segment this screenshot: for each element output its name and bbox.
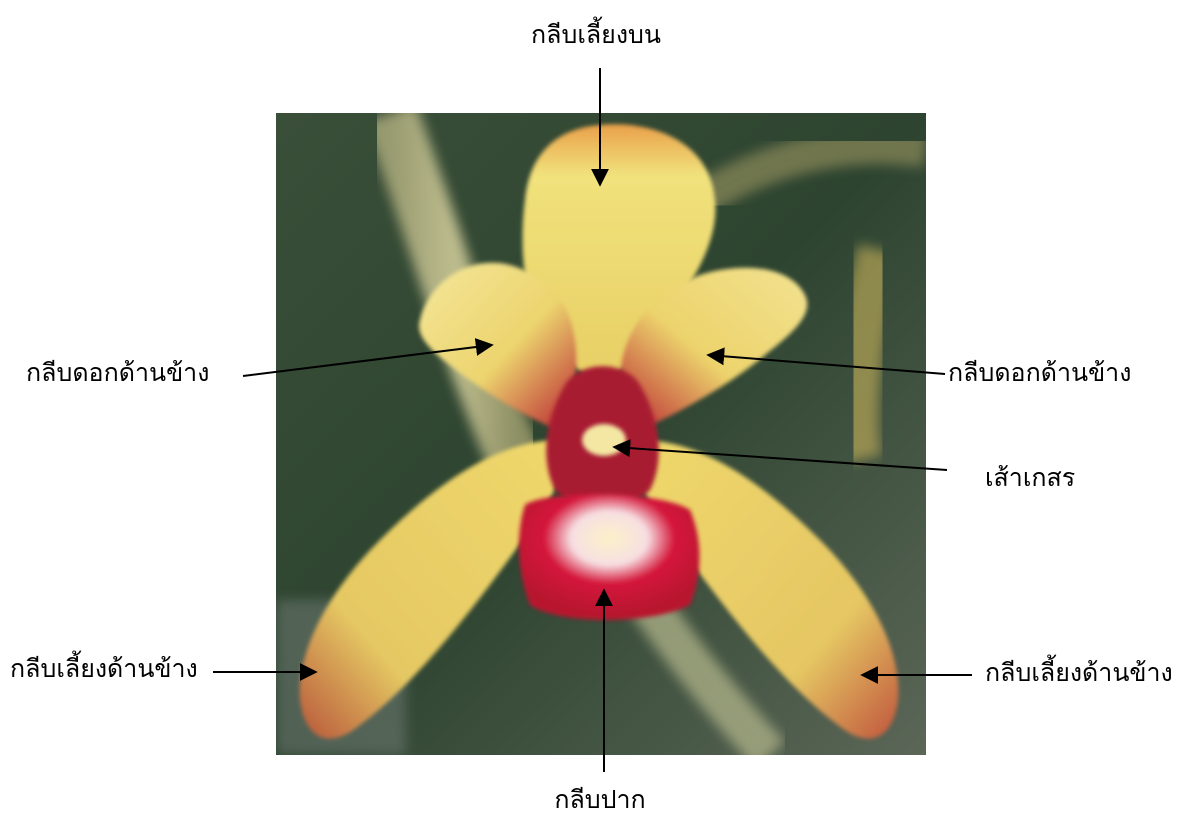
label-dorsal-sepal: กลีบเลี้ยงบน <box>531 22 661 47</box>
label-lateral-sepal-left: กลีบเลี้ยงด้านข้าง <box>10 656 198 681</box>
label-column: เส้าเกสร <box>985 465 1075 490</box>
label-petal-right: กลีบดอกด้านข้าง <box>948 360 1131 385</box>
orchid-photo <box>276 113 926 755</box>
label-lateral-sepal-right: กลีบเลี้ยงด้านข้าง <box>985 660 1173 685</box>
label-petal-left: กลีบดอกด้านข้าง <box>26 360 209 385</box>
label-lip: กลีบปาก <box>554 787 645 812</box>
